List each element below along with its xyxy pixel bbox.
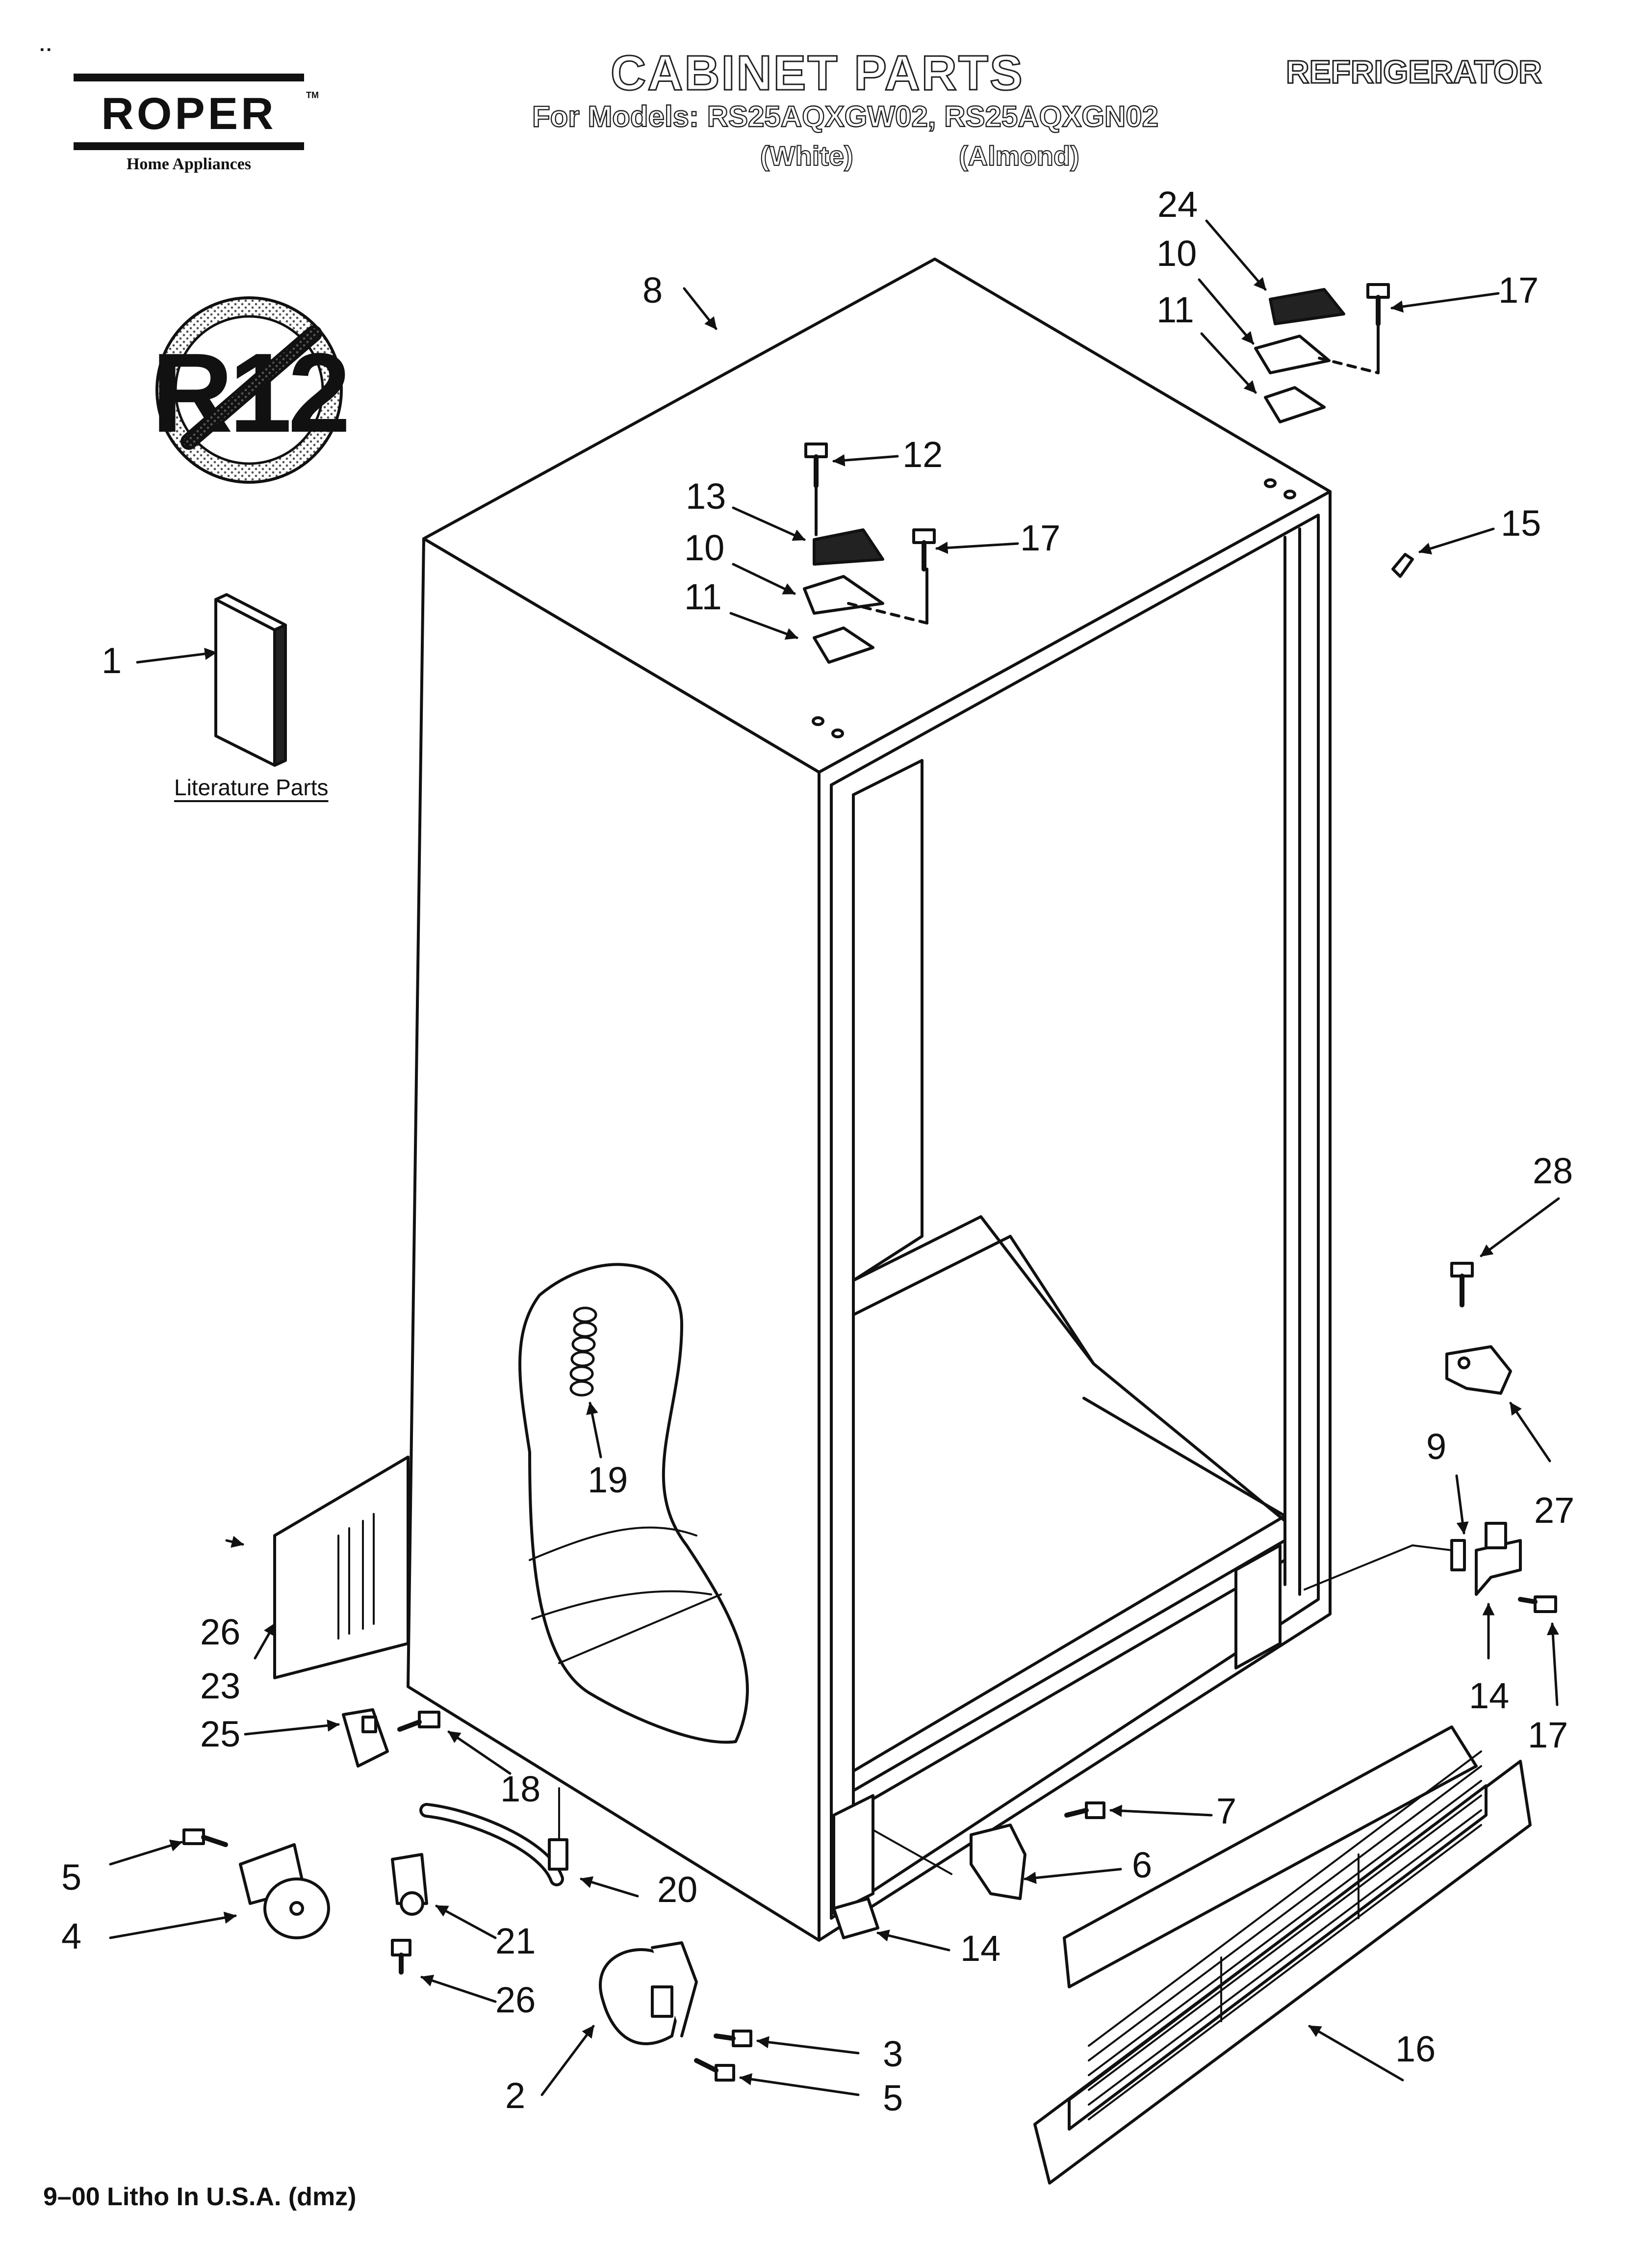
logo-rule-bottom <box>74 142 304 150</box>
callout-11-right: 11 <box>1156 289 1194 330</box>
callout-10-left: 10 <box>684 527 725 568</box>
callout-12: 12 <box>902 434 943 475</box>
callout-23: 23 <box>200 1666 241 1706</box>
callout-27: 27 <box>1534 1490 1575 1531</box>
screw-5-left <box>182 1828 228 1847</box>
lower-hinge-27 <box>1445 1345 1512 1395</box>
callout-5-bottom: 5 <box>883 2078 903 2118</box>
callout-17-right-low: 17 <box>1528 1715 1568 1755</box>
block-14-bottom <box>832 1897 879 1939</box>
callout-17-top-right: 17 <box>1498 270 1539 311</box>
callout-14-right: 14 <box>1469 1675 1510 1716</box>
callout-19: 19 <box>588 1460 628 1500</box>
screw-3 <box>714 2030 752 2047</box>
brand-trademark: TM <box>306 90 319 100</box>
clip-21 <box>391 1853 428 1916</box>
callout-24: 24 <box>1157 184 1198 225</box>
page-title: CABINET PARTS <box>610 45 1024 102</box>
callout-1: 1 <box>102 640 122 681</box>
callout-5-left: 5 <box>61 1857 82 1898</box>
cabinet-shell <box>407 258 1332 1942</box>
logo-rule-top <box>74 74 304 81</box>
callout-13: 13 <box>686 476 726 517</box>
callout-10-right: 10 <box>1156 233 1197 274</box>
callout-7: 7 <box>1216 1791 1237 1831</box>
models-line: For Models: RS25AQXGW02, RS25AQXGN02 <box>532 100 1159 133</box>
hinge-stack-left <box>803 484 928 738</box>
appliance-category: REFRIGERATOR <box>1285 53 1543 91</box>
callout-4: 4 <box>61 1916 82 1956</box>
screw-12 <box>804 443 828 488</box>
caster-4 <box>239 1843 330 1939</box>
front-hinge-2 <box>599 1941 698 2045</box>
variant-almond: (Almond) <box>958 140 1080 172</box>
clip-25 <box>342 1708 389 1768</box>
callout-15: 15 <box>1501 503 1541 544</box>
callout-28: 28 <box>1533 1150 1573 1191</box>
no-r12-badge: R12 <box>152 296 351 484</box>
literature-booklet <box>214 593 287 767</box>
callout-26-left: 26 <box>200 1612 241 1652</box>
callout-3: 3 <box>883 2033 903 2074</box>
print-footer: 9–00 Litho In U.S.A. (dmz) <box>43 2183 357 2211</box>
callout-21: 21 <box>495 1921 536 1961</box>
hinge-bracket-14-right <box>1450 1522 1522 1596</box>
callout-16: 16 <box>1395 2029 1436 2069</box>
callout-25: 25 <box>200 1714 241 1754</box>
screw-17-top-right <box>1366 283 1390 326</box>
screw-28 <box>1450 1262 1474 1307</box>
variant-white: (White) <box>760 140 854 172</box>
access-panel <box>273 1456 410 1679</box>
screw-17-right-low <box>1518 1595 1557 1613</box>
leader-arrows <box>109 219 1560 2096</box>
callout-8: 8 <box>642 270 663 311</box>
spring-harness <box>569 1306 597 1397</box>
callout-14-bottom: 14 <box>960 1928 1001 1969</box>
screw-17-top-mid <box>912 528 936 572</box>
hinge-bracket-6 <box>872 1824 1026 1900</box>
screw-18 <box>397 1711 440 1732</box>
screw-5-bottom <box>694 2058 735 2082</box>
callout-20: 20 <box>657 1869 698 1910</box>
callout-6: 6 <box>1132 1845 1153 1885</box>
callout-9: 9 <box>1426 1426 1447 1467</box>
screw-7 <box>1064 1801 1105 1819</box>
callout-18: 18 <box>500 1769 541 1809</box>
brand-name: ROPER <box>101 89 277 139</box>
literature-parts-label: Literature Parts <box>174 775 329 800</box>
screw-26-bottom <box>391 1939 411 1975</box>
hinge-guide-line <box>1304 1544 1453 1590</box>
callout-2: 2 <box>505 2075 526 2116</box>
tube-15 <box>1391 553 1414 578</box>
hinge-stack-right <box>1254 288 1380 499</box>
callout-26-bottom: 26 <box>495 1980 536 2020</box>
brand-tagline: Home Appliances <box>126 155 252 173</box>
callout-17-top-mid: 17 <box>1020 518 1061 558</box>
callout-11-left: 11 <box>684 576 722 617</box>
toe-grille-16 <box>1033 1725 1532 2185</box>
corner-marks: ▪ ▪ <box>40 43 51 55</box>
drain-tube-20 <box>419 1787 568 1886</box>
